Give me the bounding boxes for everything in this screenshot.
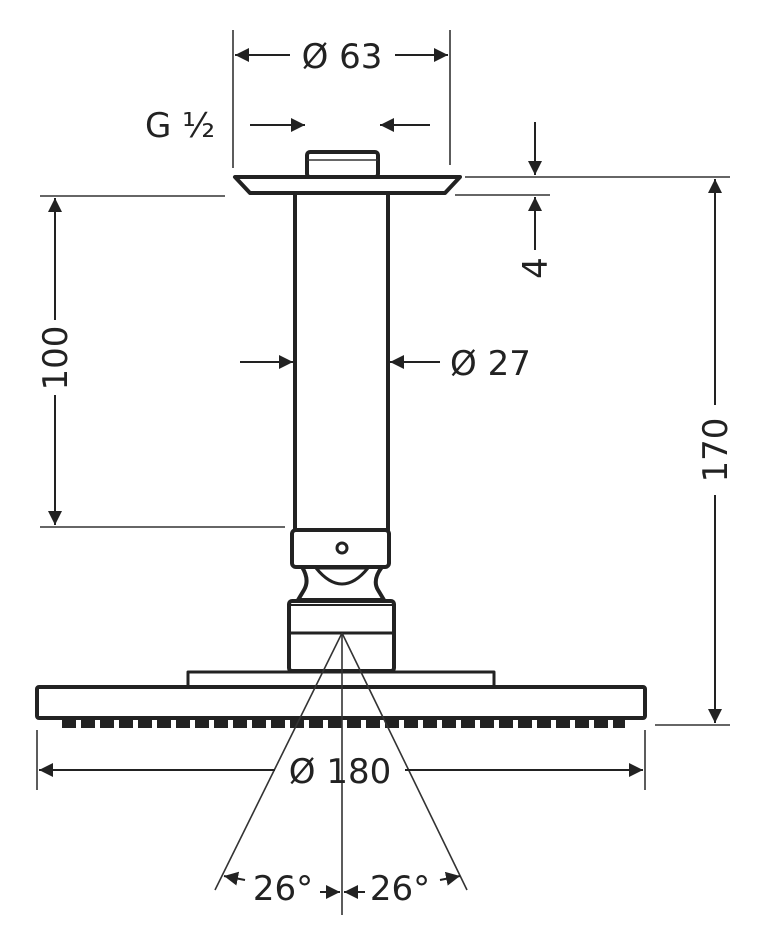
label-flange-diameter: Ø 63	[302, 37, 383, 77]
shower-assembly	[35, 150, 647, 728]
head-plate	[186, 670, 496, 689]
ceiling-flange	[233, 175, 462, 195]
label-total-height: 170	[696, 418, 736, 483]
thread-nipple	[305, 150, 380, 179]
shower-head	[35, 685, 647, 720]
label-thread: G ½	[145, 106, 215, 146]
extension-lines	[36, 30, 730, 790]
label-head-diameter: Ø 180	[289, 752, 391, 792]
dimension-lines	[39, 48, 722, 899]
label-pipe-diameter: Ø 27	[450, 344, 531, 384]
label-angle-right: 26°	[370, 869, 430, 909]
spray-angle-lines	[214, 632, 468, 915]
label-flange-thickness: 4	[516, 257, 556, 279]
label-arm-length: 100	[36, 326, 76, 391]
label-angle-left: 26°	[253, 869, 313, 909]
shower-arm-pipe	[293, 191, 390, 532]
set-screw-hole	[335, 541, 349, 555]
